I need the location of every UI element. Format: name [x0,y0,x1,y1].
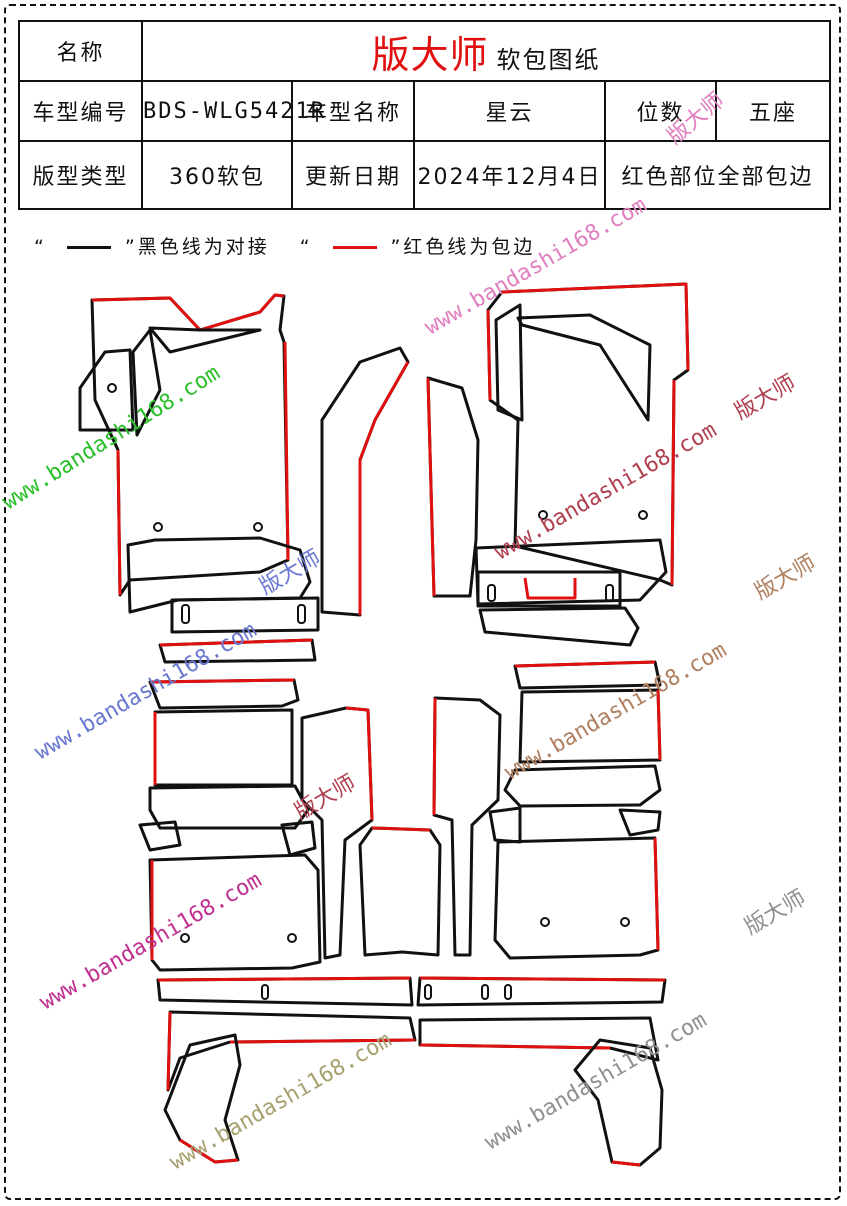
watermark-5: www.bandashi168.com [501,638,731,785]
rear-mat-pieces [163,1010,664,1167]
second-row-center-pieces [300,696,502,960]
brand-title: 版大师 [371,32,489,77]
model-code-label: 车型编号 [18,80,143,142]
update-date-label: 更新日期 [291,140,415,210]
brand-subtitle: 软包图纸 [496,45,601,74]
legend-red-text: 红色线为包边 [403,236,536,258]
second-row-right-mat [488,660,662,960]
legend-black-line [66,246,111,249]
legend-red-line [332,246,377,249]
watermark-brand-3: 版大师 [741,886,811,941]
edge-note: 红色部位全部包边 [604,140,831,210]
legend-open-quote-red: “ [299,236,313,258]
front-right-mat [474,282,690,647]
front-left-mat [78,293,320,664]
legend: “”黑色线为对接“”红色线为包边 [34,232,535,259]
front-tunnel-pieces [320,346,480,617]
name-label: 名称 [18,20,143,82]
legend-close-quote-red: ” [390,236,404,258]
watermark-brand-1: 版大师 [731,371,801,426]
page-border [4,4,841,1200]
watermark-4: www.bandashi168.com [31,618,261,765]
info-table: 名称 版大师软包图纸 车型编号 BDS-WLG5421R 车型名称 星云 位数 … [18,20,831,210]
title-cell: 版大师软包图纸 [141,20,831,82]
legend-open-quote-black: “ [34,236,47,258]
legend-black-text: 黑色线为对接 [137,236,270,258]
pattern-type-value: 360软包 [141,140,293,210]
pattern-pieces [78,282,690,1167]
rear-strip-pieces [156,976,667,1007]
second-row-left-mat [138,678,322,972]
update-date-value: 2024年12月4日 [413,140,606,210]
watermark-brand-5: 版大师 [256,546,326,601]
legend-close-quote-black: ” [124,236,138,258]
pattern-type-label: 版型类型 [18,140,143,210]
watermark-8: www.bandashi168.com [481,1008,711,1155]
watermark-brand-4: 版大师 [663,88,730,150]
seats-label: 位数 [604,80,717,142]
watermark-7: www.bandashi168.com [166,1028,396,1175]
model-name-label: 车型名称 [291,80,415,142]
seats-value: 五座 [715,80,831,142]
model-name-value: 星云 [413,80,606,142]
watermark-brand-2: 版大师 [751,551,821,606]
watermarks: www.bandashi168.com www.bandashi168.com … [0,88,820,1175]
